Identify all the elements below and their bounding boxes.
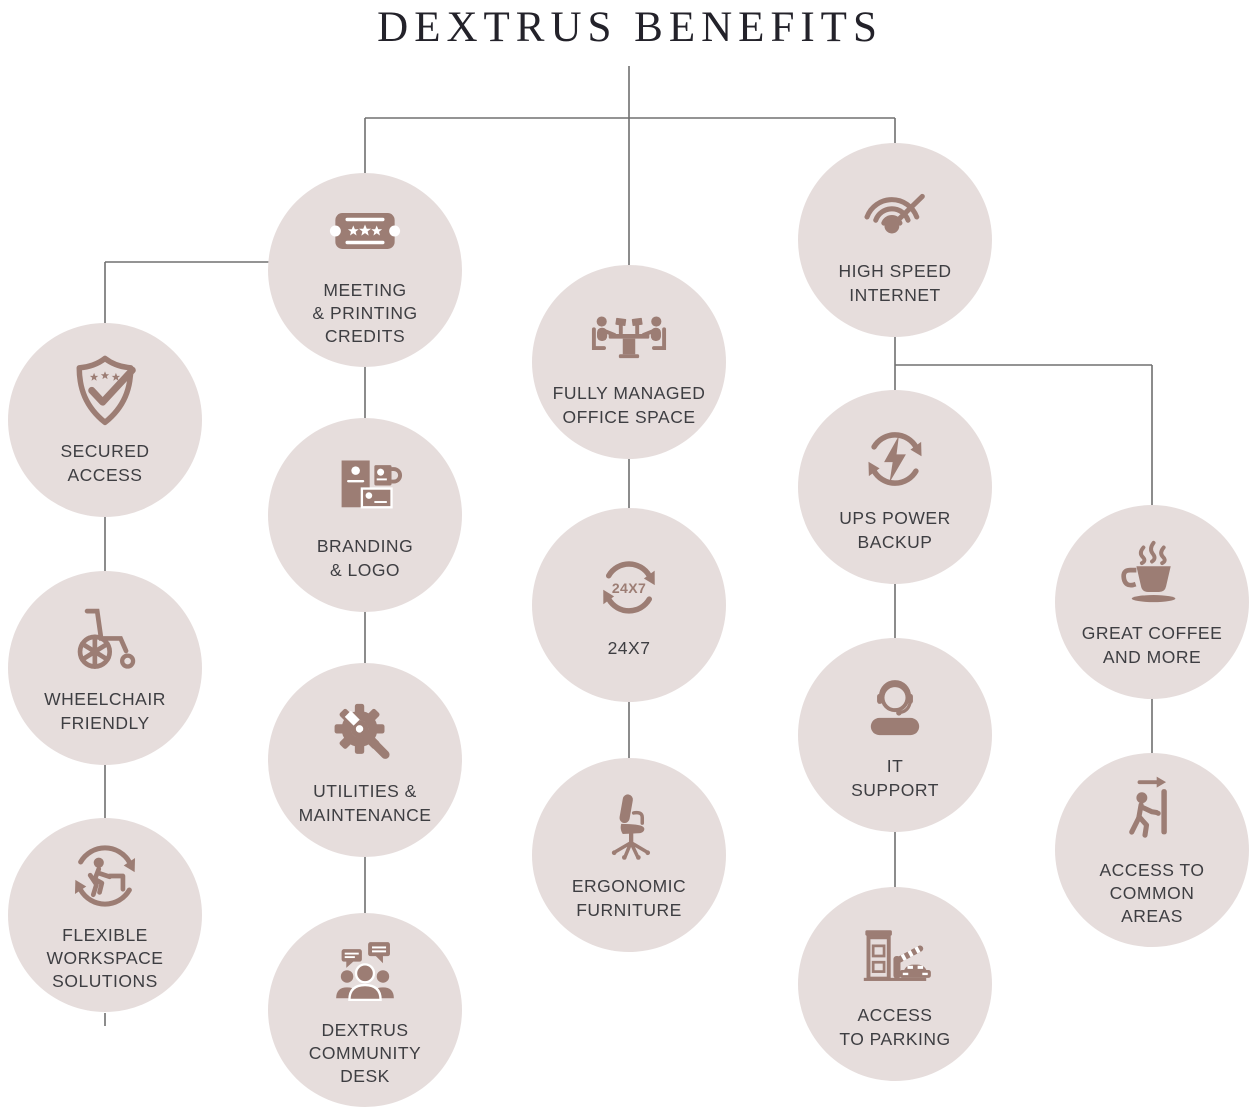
benefit-label: FULLY MANAGED OFFICE SPACE [552, 383, 706, 427]
benefit-fully-managed-office-space: FULLY MANAGED OFFICE SPACE [532, 265, 726, 459]
benefit-secured-access: SECURED ACCESS [8, 323, 202, 517]
benefit-label: DEXTRUS COMMUNITY DESK [308, 1019, 422, 1087]
24x7-icon-text: 24X7 [612, 580, 646, 596]
meeting-table-icon [590, 295, 668, 373]
benefit-access-to-parking: ACCESS TO PARKING [798, 887, 992, 1081]
ticket-icon [326, 192, 404, 270]
stationery-icon [326, 448, 404, 526]
benefit-ups-power-backup: UPS POWER BACKUP [798, 390, 992, 584]
shield-check-icon [66, 353, 144, 431]
benefit-label: ACCESS TO PARKING [839, 1005, 951, 1049]
benefit-it-support: IT SUPPORT [798, 638, 992, 832]
walk-to-door-icon [1113, 772, 1191, 850]
24x7-cycle-icon: 24X7 [590, 550, 668, 628]
benefit-label: SECURED ACCESS [60, 441, 150, 485]
benefit-label: WHEELCHAIR FRIENDLY [44, 689, 166, 733]
headset-agent-icon [856, 668, 934, 746]
benefit-label: IT SUPPORT [851, 756, 939, 800]
benefit-great-coffee-and-more: GREAT COFFEE AND MORE [1055, 505, 1249, 699]
benefit-wheelchair-friendly: WHEELCHAIR FRIENDLY [8, 571, 202, 765]
benefit-label: UPS POWER BACKUP [839, 508, 951, 552]
parking-gate-icon [856, 917, 934, 995]
people-chat-icon [326, 932, 404, 1010]
coffee-cup-icon [1113, 535, 1191, 613]
power-cycle-icon [856, 420, 934, 498]
benefit-ergonomic-furniture: ERGONOMIC FURNITURE [532, 758, 726, 952]
benefit-label: GREAT COFFEE AND MORE [1081, 623, 1223, 667]
benefit-high-speed-internet: HIGH SPEED INTERNET [798, 143, 992, 337]
benefit-meeting-printing-credits: MEETING & PRINTING CREDITS [268, 173, 462, 367]
benefit-access-to-common-areas: ACCESS TO COMMON AREAS [1055, 753, 1249, 947]
benefit-label: BRANDING & LOGO [316, 536, 414, 580]
page-title: DEXTRUS BENEFITS [377, 4, 883, 51]
benefit-label: MEETING & PRINTING CREDITS [312, 279, 418, 347]
benefit-label: ACCESS TO COMMON AREAS [1099, 859, 1205, 927]
rotating-workspace-icon [66, 837, 144, 915]
benefit-label: 24X7 [607, 637, 651, 658]
benefit-label: UTILITIES & MAINTENANCE [298, 781, 432, 825]
wifi-speed-icon [856, 173, 934, 251]
gear-wrench-icon [326, 693, 404, 771]
office-chair-icon [590, 788, 668, 866]
benefit-flexible-workspace-solutions: FLEXIBLE WORKSPACE SOLUTIONS [8, 818, 202, 1012]
benefit-dextrus-community-desk: DEXTRUS COMMUNITY DESK [268, 913, 462, 1107]
benefit-utilities-maintenance: UTILITIES & MAINTENANCE [268, 663, 462, 857]
benefit-label: FLEXIBLE WORKSPACE SOLUTIONS [46, 924, 164, 992]
benefit-label: HIGH SPEED INTERNET [838, 261, 952, 305]
wheelchair-icon [66, 601, 144, 679]
benefit-branding-logo: BRANDING & LOGO [268, 418, 462, 612]
benefit-label: ERGONOMIC FURNITURE [571, 876, 687, 920]
benefit-24x7: 24X7 24X7 [532, 508, 726, 702]
